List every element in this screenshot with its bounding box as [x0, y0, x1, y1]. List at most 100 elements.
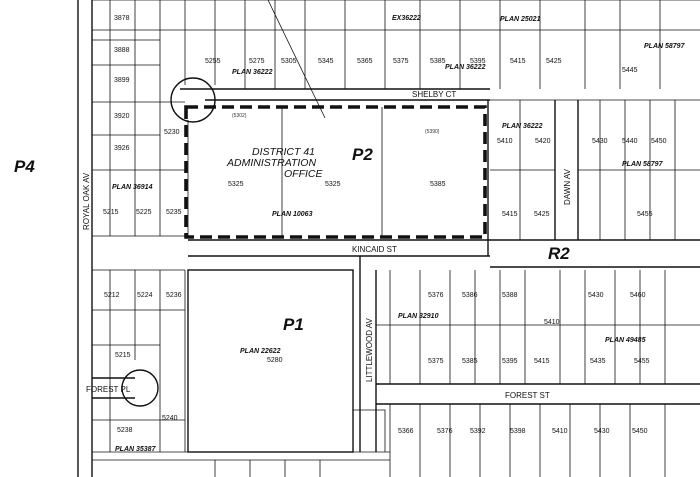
svg-text:3878: 3878 [114, 15, 130, 22]
east-upper-lot-numbers: 5410 5420 5430 5440 5445 5450 5455 5415 … [497, 67, 667, 218]
svg-text:5395: 5395 [502, 358, 518, 365]
p1-lot-number: 5280 [267, 357, 283, 364]
plan-label: PLAN 36222 [502, 123, 543, 130]
plan-label: PLAN 36222 [445, 64, 486, 71]
svg-text:5460: 5460 [630, 292, 646, 299]
svg-text:3920: 3920 [114, 113, 130, 120]
svg-text:3888: 3888 [114, 47, 130, 54]
top-row-lot-numbers: 5255 5275 5305 5345 5365 5375 5385 5395 … [205, 58, 562, 65]
svg-text:5415: 5415 [534, 358, 550, 365]
svg-text:5375: 5375 [428, 358, 444, 365]
svg-text:5235: 5235 [166, 209, 182, 216]
svg-text:5445: 5445 [622, 67, 638, 74]
shelby-ct-cul-de-sac [170, 77, 216, 123]
svg-text:5450: 5450 [632, 428, 648, 435]
plan-label: PLAN 36222 [232, 69, 273, 76]
zone-label-p4: P4 [14, 157, 35, 176]
plan-label: PLAN 25021 [500, 16, 541, 23]
svg-text:5275: 5275 [249, 58, 265, 65]
street-littlewood-av: LITTLEWOOD AV [365, 317, 374, 382]
svg-text:5410: 5410 [552, 428, 568, 435]
p2-lot-numbers: 5325 5325 5385 (5302) (5390) [228, 113, 446, 188]
svg-text:5215: 5215 [115, 352, 131, 359]
svg-text:(5302): (5302) [232, 113, 247, 119]
svg-text:5450: 5450 [651, 138, 667, 145]
svg-text:5236: 5236 [166, 292, 182, 299]
svg-text:5455: 5455 [634, 358, 650, 365]
svg-text:5366: 5366 [398, 428, 414, 435]
pointer-line [267, 0, 326, 119]
svg-text:5430: 5430 [588, 292, 604, 299]
svg-text:5365: 5365 [357, 58, 373, 65]
svg-text:5230: 5230 [164, 129, 180, 136]
svg-text:5385: 5385 [462, 358, 478, 365]
svg-text:5375: 5375 [393, 58, 409, 65]
plan-label: PLAN 10063 [272, 211, 313, 218]
svg-text:5376: 5376 [437, 428, 453, 435]
plan-label: EX36222 [392, 15, 421, 22]
svg-text:5238: 5238 [117, 427, 133, 434]
street-forest-pl: FOREST PL [86, 385, 131, 394]
svg-text:5388: 5388 [502, 292, 518, 299]
plan-label: PLAN 32910 [398, 313, 439, 320]
plan-label: PLAN 35387 [115, 446, 157, 453]
zone-label-p1: P1 [283, 315, 304, 334]
svg-text:5386: 5386 [462, 292, 478, 299]
svg-text:5398: 5398 [510, 428, 526, 435]
svg-text:5410: 5410 [544, 319, 560, 326]
svg-text:5415: 5415 [502, 211, 518, 218]
svg-text:5345: 5345 [318, 58, 334, 65]
street-kincaid-st: KINCAID ST [352, 245, 397, 254]
street-forest-st: FOREST ST [505, 391, 550, 400]
svg-text:5430: 5430 [594, 428, 610, 435]
svg-text:5212: 5212 [104, 292, 120, 299]
district-label-line3: OFFICE [284, 168, 323, 180]
plan-label: PLAN 58797 [644, 43, 686, 50]
zone-label-r2: R2 [548, 244, 570, 263]
district-label-line1: DISTRICT 41 [252, 146, 315, 158]
svg-text:5240: 5240 [162, 415, 178, 422]
svg-text:5420: 5420 [535, 138, 551, 145]
svg-text:5376: 5376 [428, 292, 444, 299]
svg-text:5415: 5415 [510, 58, 526, 65]
svg-text:5455: 5455 [637, 211, 653, 218]
svg-text:5255: 5255 [205, 58, 221, 65]
p2-district-boundary [184, 105, 487, 239]
top-row-lots [92, 0, 700, 89]
svg-text:5395: 5395 [470, 58, 486, 65]
plan-label: PLAN 58797 [622, 161, 664, 168]
svg-text:5425: 5425 [546, 58, 562, 65]
street-royal-oak-av: ROYAL OAK AV [82, 172, 91, 230]
svg-text:5215: 5215 [103, 209, 119, 216]
street-dawn-av: DAWN AV [563, 168, 572, 205]
svg-text:3926: 3926 [114, 145, 130, 152]
svg-text:5225: 5225 [136, 209, 152, 216]
left-column-lot-numbers: 3878 3888 3899 3920 3926 5215 5225 5235 … [103, 15, 182, 434]
svg-text:5325: 5325 [325, 181, 341, 188]
svg-text:5435: 5435 [590, 358, 606, 365]
svg-text:5305: 5305 [281, 58, 297, 65]
district-label-line2: ADMINISTRATION [226, 157, 316, 169]
svg-text:5425: 5425 [534, 211, 550, 218]
street-shelby-ct: SHELBY CT [412, 90, 456, 99]
plan-label: PLAN 22622 [240, 348, 281, 355]
plan-label: PLAN 36914 [112, 184, 153, 191]
bottom-row-lots [92, 459, 390, 477]
plan-label: PLAN 49485 [605, 337, 646, 344]
svg-text:5325: 5325 [228, 181, 244, 188]
zone-label-p2: P2 [352, 145, 373, 164]
svg-text:5392: 5392 [470, 428, 486, 435]
svg-text:3899: 3899 [114, 77, 130, 84]
svg-text:5430: 5430 [592, 138, 608, 145]
forest-pl-cul-de-sac [121, 369, 159, 407]
svg-text:5385: 5385 [430, 58, 446, 65]
svg-text:5385: 5385 [430, 181, 446, 188]
p1-east-edge [352, 270, 386, 452]
svg-text:5440: 5440 [622, 138, 638, 145]
east-block-lots [376, 99, 700, 477]
svg-text:(5390): (5390) [425, 129, 440, 135]
left-column-lots [92, 0, 188, 452]
svg-text:5224: 5224 [137, 292, 153, 299]
svg-text:5410: 5410 [497, 138, 513, 145]
